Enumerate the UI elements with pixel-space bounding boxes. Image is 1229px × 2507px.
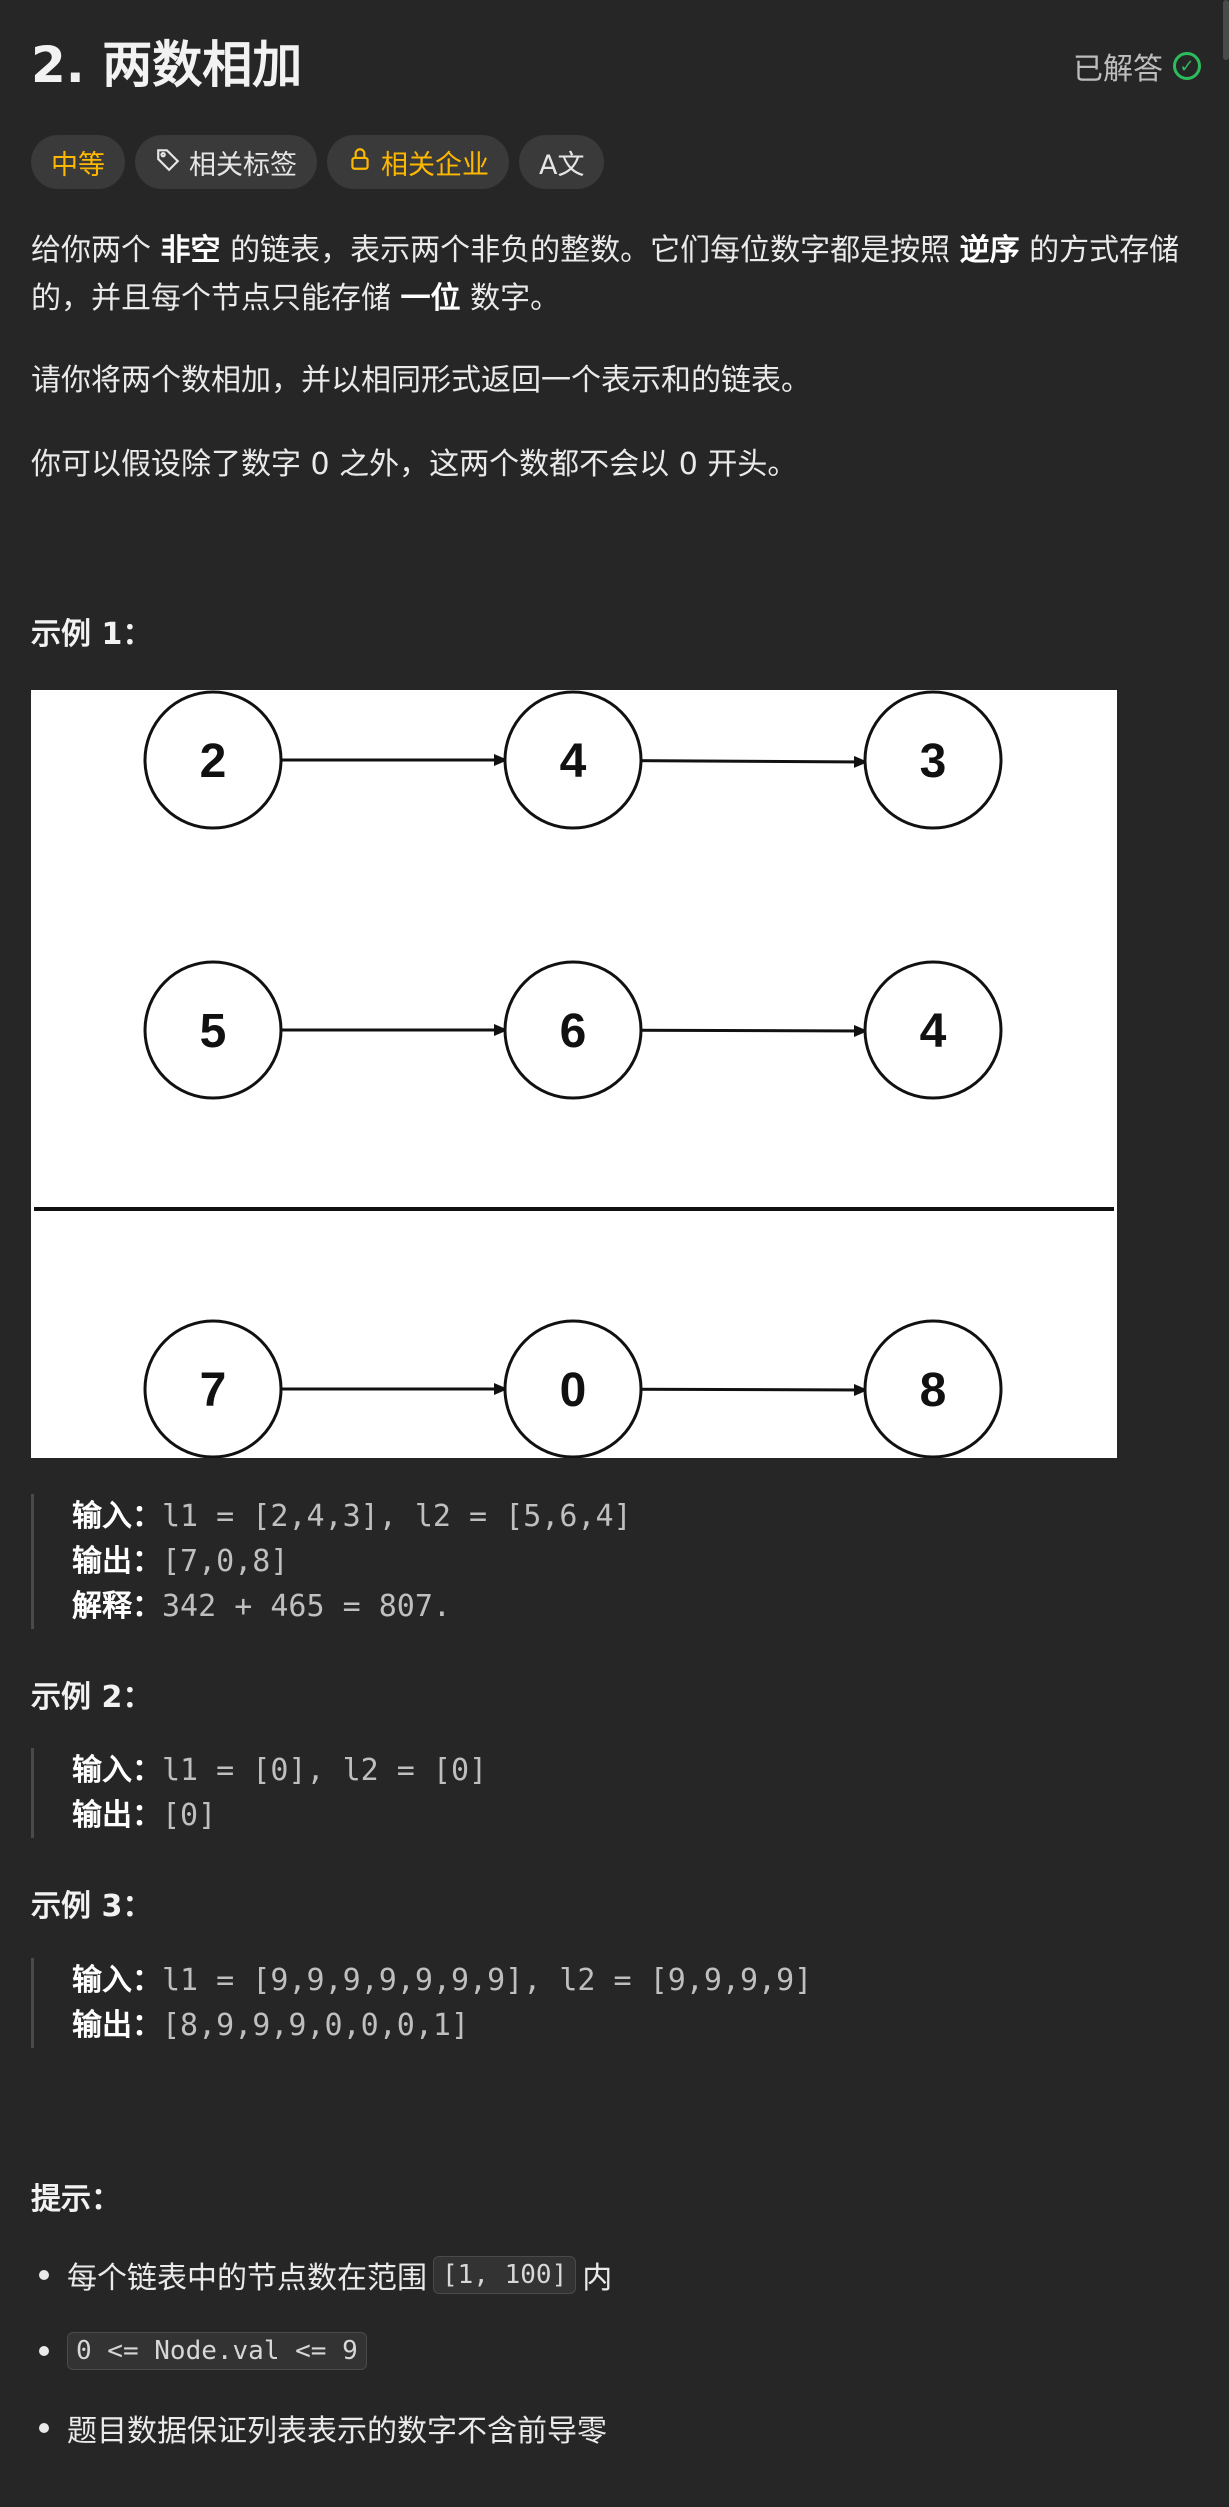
example-3-heading: 示例 3： [31, 1889, 153, 1924]
translate-icon: A文 [539, 149, 585, 181]
output-label: 输出： [72, 2008, 162, 2043]
description-paragraph-3: 你可以假设除了数字 0 之外，这两个数都不会以 0 开头。 [31, 447, 798, 482]
node-value: 0 [560, 1364, 587, 1417]
example-1-image: 2 4 3 5 6 4 7 0 8 [31, 690, 1117, 1459]
related-topics-label: 相关标签 [189, 149, 297, 181]
example-2-output: [0] [162, 1798, 217, 1833]
constraints-heading: 提示： [31, 2182, 121, 2217]
node-value: 4 [920, 1005, 947, 1058]
translate-button[interactable]: A文 [519, 135, 605, 189]
description-paragraph-1: 给你两个 非空 的链表，表示两个非负的整数。它们每位数字都是按照 逆序 的方式存… [31, 233, 1180, 316]
check-circle-icon: ✓ [1173, 52, 1201, 80]
input-label: 输入： [72, 1499, 162, 1534]
solved-status: 已解答 ✓ [1073, 44, 1201, 88]
node-value: 2 [200, 735, 227, 788]
example-3-output: [8,9,9,9,0,0,0,1] [162, 2008, 470, 2043]
related-topics-button[interactable]: 相关标签 [135, 135, 317, 189]
solved-label: 已解答 [1073, 52, 1163, 87]
constraint-item: 0 <= Node.val <= 9 [31, 2332, 373, 2370]
problem-title[interactable]: 2. 两数相加 [31, 36, 303, 94]
scrollbar[interactable] [1223, 0, 1229, 60]
lock-icon [347, 146, 373, 179]
output-label: 输出： [72, 1544, 162, 1579]
example-1-block: 输入：l1 = [2,4,3], l2 = [5,6,4] 输出：[7,0,8]… [31, 1494, 632, 1629]
node-value: 5 [200, 1005, 227, 1058]
inline-code: [1, 100] [433, 2256, 577, 2294]
example-1-input: l1 = [2,4,3], l2 = [5,6,4] [162, 1499, 632, 1534]
bullet [39, 2346, 49, 2356]
node-value: 4 [560, 735, 587, 788]
example-2-input: l1 = [0], l2 = [0] [162, 1753, 488, 1788]
example-1-output: [7,0,8] [162, 1544, 289, 1579]
tag-bar: 中等 相关标签 相关企业 A文 [31, 135, 605, 189]
linked-list-diagram: 2 4 3 5 6 4 7 0 8 [34, 690, 1114, 1459]
example-2-heading: 示例 2： [31, 1680, 153, 1715]
explanation-label: 解释： [72, 1589, 162, 1624]
constraint-item: 题目数据保证列表表示的数字不含前导零 [31, 2406, 607, 2450]
constraint-item: 每个链表中的节点数在范围 [1, 100] 内 [31, 2253, 612, 2297]
input-label: 输入： [72, 1963, 162, 1998]
example-2-block: 输入：l1 = [0], l2 = [0] 输出：[0] [31, 1748, 487, 1838]
related-companies-label: 相关企业 [381, 149, 489, 181]
node-value: 7 [200, 1364, 227, 1417]
title-row: 2. 两数相加 已解答 ✓ [31, 30, 1201, 100]
bullet [39, 2423, 49, 2433]
example-1-explanation: 342 + 465 = 807. [162, 1589, 451, 1624]
related-companies-button[interactable]: 相关企业 [327, 135, 509, 189]
difficulty-badge[interactable]: 中等 [31, 135, 125, 189]
example-3-input: l1 = [9,9,9,9,9,9,9], l2 = [9,9,9,9] [162, 1963, 813, 1998]
inline-code: 0 <= Node.val <= 9 [67, 2332, 367, 2370]
example-3-block: 输入：l1 = [9,9,9,9,9,9,9], l2 = [9,9,9,9] … [31, 1958, 812, 2048]
example-1-heading: 示例 1： [31, 617, 153, 652]
input-label: 输入： [72, 1753, 162, 1788]
description-paragraph-2: 请你将两个数相加，并以相同形式返回一个表示和的链表。 [31, 363, 811, 398]
node-value: 8 [920, 1364, 947, 1417]
node-value: 6 [560, 1005, 587, 1058]
output-label: 输出： [72, 1798, 162, 1833]
tag-icon [155, 146, 181, 179]
node-value: 3 [920, 735, 947, 788]
difficulty-label: 中等 [51, 149, 105, 181]
bullet [39, 2270, 49, 2280]
